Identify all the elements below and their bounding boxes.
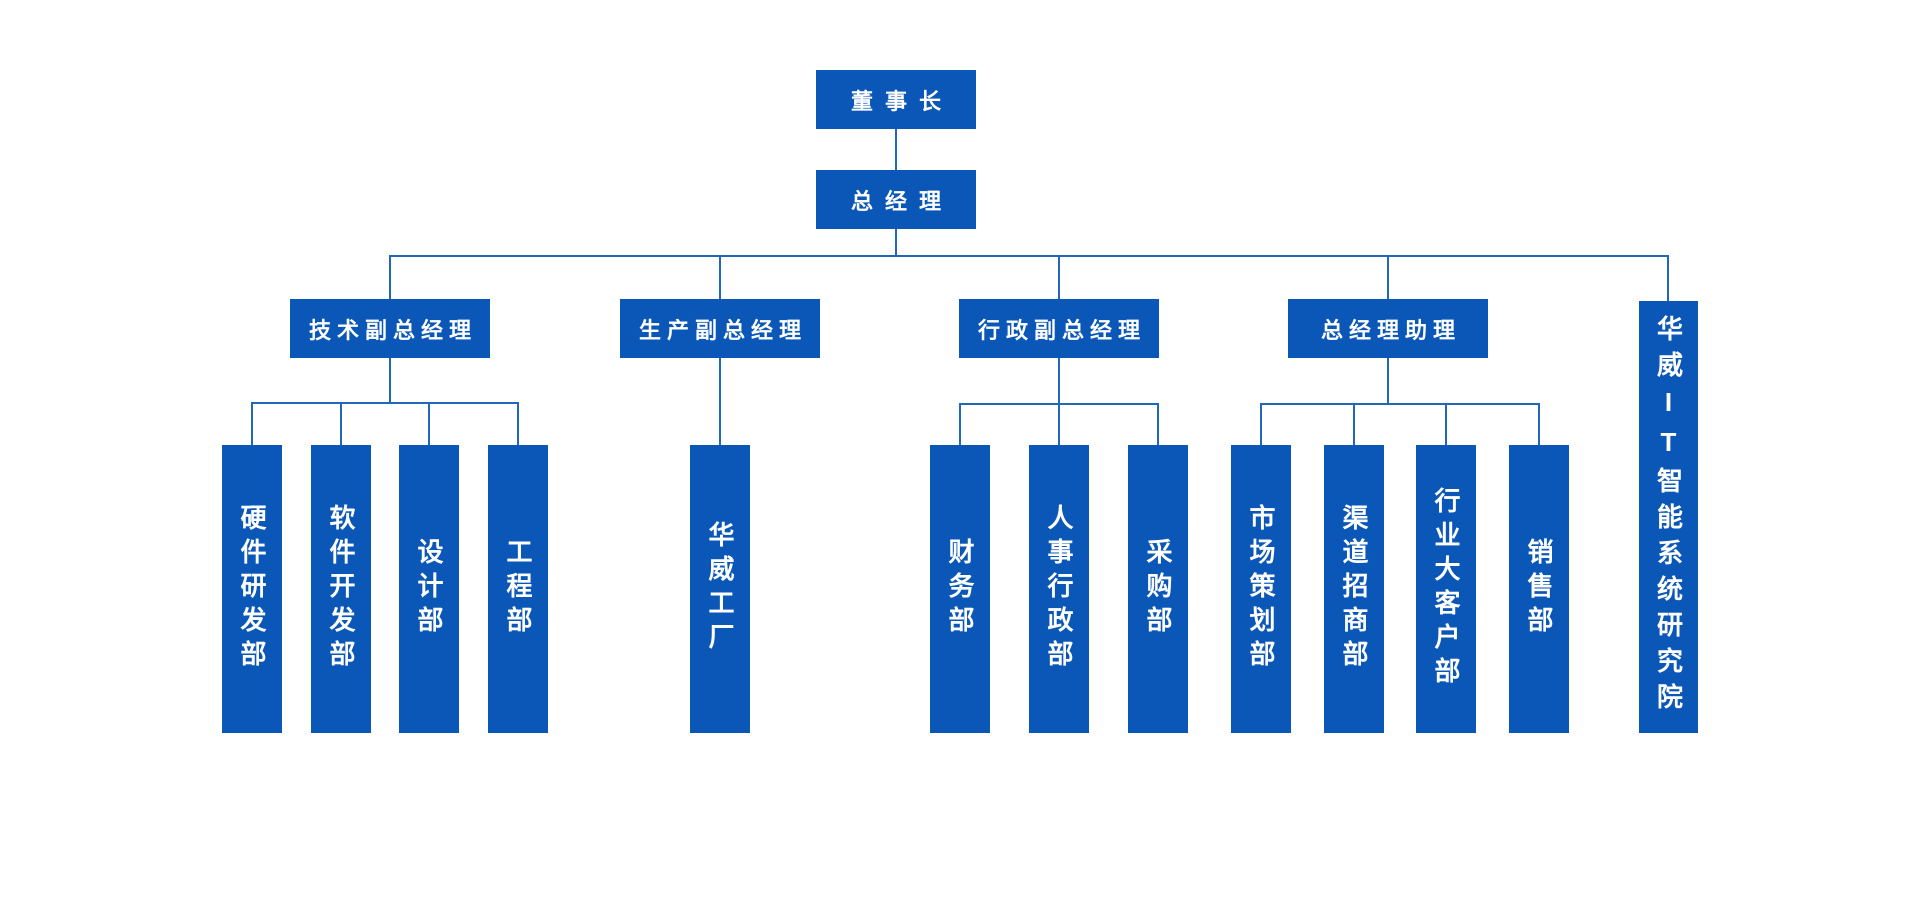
node-it-research-institute: 华威IT智能系统研究院: [1639, 301, 1698, 733]
node-dept-software-dev: 软件开发部: [311, 445, 371, 733]
connector-drop-vp-tech: [389, 257, 391, 299]
connector-drop-hr: [1058, 405, 1060, 445]
connector-vp-tech-stub: [389, 358, 391, 402]
node-vp-administration: 行政副总经理: [959, 299, 1159, 358]
connector-drop-software: [340, 404, 342, 445]
connector-vp-admin-stub: [1058, 358, 1060, 403]
node-dept-sales: 销售部: [1509, 445, 1569, 733]
node-dept-engineering: 工程部: [488, 445, 548, 733]
connector-drop-engineering: [517, 404, 519, 445]
node-dept-marketing-planning: 市场策划部: [1231, 445, 1291, 733]
node-gm-assistant: 总经理助理: [1288, 299, 1488, 358]
connector-admin-branchline: [959, 403, 1159, 405]
node-chairman: 董事长: [816, 70, 976, 129]
connector-drop-keyaccount: [1445, 405, 1447, 445]
node-dept-design: 设计部: [399, 445, 459, 733]
connector-drop-vp-prod: [719, 257, 721, 299]
node-vp-technology: 技术副总经理: [290, 299, 490, 358]
connector-drop-hardware: [251, 404, 253, 445]
connector-drop-gm-assist: [1387, 257, 1389, 299]
connector-drop-sales: [1538, 405, 1540, 445]
connector-drop-marketing: [1260, 405, 1262, 445]
connector-drop-procure: [1157, 405, 1159, 445]
connector-gm-assist-stub: [1387, 358, 1389, 403]
node-vp-production: 生产副总经理: [620, 299, 820, 358]
connector-drop-institute: [1667, 257, 1669, 301]
connector-mainline: [389, 255, 1669, 257]
connector-chairman-gm: [895, 129, 897, 170]
node-dept-procurement: 采购部: [1128, 445, 1188, 733]
node-dept-channel-investment: 渠道招商部: [1324, 445, 1384, 733]
connector-tech-branchline: [251, 402, 519, 404]
node-dept-hr-administration: 人事行政部: [1029, 445, 1089, 733]
connector-drop-channel: [1353, 405, 1355, 445]
node-general-manager: 总经理: [816, 170, 976, 229]
node-dept-huawei-factory: 华威工厂: [690, 445, 750, 733]
connector-prod-factory: [719, 358, 721, 445]
connector-assist-branchline: [1260, 403, 1540, 405]
node-dept-hardware-rd: 硬件研发部: [222, 445, 282, 733]
connector-drop-vp-admin: [1058, 257, 1060, 299]
connector-drop-design: [428, 404, 430, 445]
node-dept-finance: 财务部: [930, 445, 990, 733]
node-dept-industry-key-accounts: 行业大客户部: [1416, 445, 1476, 733]
connector-drop-finance: [959, 405, 961, 445]
connector-gm-mainline: [895, 229, 897, 255]
